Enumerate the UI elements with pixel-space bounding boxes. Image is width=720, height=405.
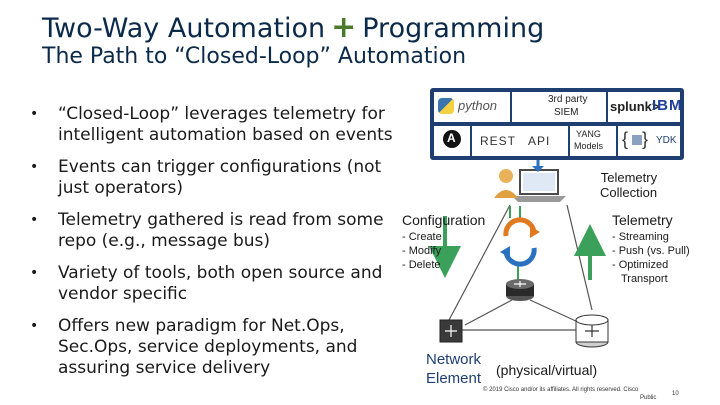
- closed-loop-cycle-icon: [500, 217, 540, 267]
- api-label: API: [528, 134, 551, 148]
- telemetry-list: - Streaming - Push (vs. Pull) - Optimize…: [612, 230, 690, 286]
- splunk-ibm-logos: splunk> IBM: [608, 92, 683, 122]
- telemetry-collection-line2: Collection: [600, 185, 658, 200]
- ibm-logo: IBM: [652, 97, 683, 114]
- triangle-edges: [447, 204, 593, 331]
- bullet-item: • Telemetry gathered is read from some re…: [26, 210, 396, 252]
- telemetry-item: - Push (vs. Pull): [612, 245, 690, 257]
- python-label: python: [458, 98, 498, 113]
- telemetry-item: Transport: [612, 273, 668, 285]
- configuration-list: - Create - Modify - Delete: [402, 230, 442, 272]
- slide-title: Two-Way Automation+Programming: [42, 10, 544, 45]
- config-item: - Delete: [402, 259, 441, 271]
- bullet-dot-icon: •: [30, 212, 39, 228]
- third-party-label: 3rd party: [548, 94, 588, 105]
- physical-virtual-label: (physical/virtual): [496, 362, 598, 378]
- bullet-dot-icon: •: [30, 265, 39, 281]
- page-number: 10: [672, 391, 679, 397]
- ydk-braces-icon: {: [622, 129, 629, 149]
- ydk-logo: { } YDK: [618, 126, 680, 156]
- tools-banner: python 3rd party SIEM splunk> IBM A REST…: [430, 88, 684, 160]
- ydk-label: YDK: [656, 135, 677, 146]
- element-line: Element: [426, 370, 482, 387]
- bullet-text: Events can trigger configurations (not j…: [58, 157, 382, 198]
- yang-models: YANG Models: [570, 126, 616, 156]
- bullet-text: Telemetry gathered is read from some rep…: [58, 210, 384, 251]
- bullet-item: • “Closed-Loop” leverages telemetry for i…: [26, 104, 396, 146]
- telemetry-item: - Streaming: [612, 231, 669, 243]
- bullet-item: • Offers new paradigm for Net.Ops, Sec.Op…: [26, 316, 396, 379]
- yang-label: YANG: [576, 129, 601, 139]
- bullet-text: “Closed-Loop” leverages telemetry for in…: [58, 104, 393, 145]
- small-green-arrows-icon: [509, 206, 521, 280]
- telemetry-collection-label: Telemetry Collection: [600, 170, 657, 200]
- network-line: Network: [426, 351, 482, 368]
- python-logo: python: [434, 92, 510, 122]
- splunk-logo: splunk>: [610, 99, 660, 114]
- network-element-label: Network Element: [426, 350, 481, 388]
- python-snake-icon: [438, 98, 454, 114]
- plus-icon: +: [331, 10, 357, 45]
- bullet-text: Offers new paradigm for Net.Ops, Sec.Ops…: [58, 316, 358, 378]
- title-part-programming: Programming: [362, 13, 545, 44]
- models-label: Models: [574, 141, 604, 151]
- telemetry-collection-line1: Telemetry: [600, 170, 658, 185]
- classification-label: Public: [640, 395, 657, 401]
- ydk-cube-icon: [632, 135, 642, 145]
- rest-api-logo: REST API: [472, 126, 568, 156]
- config-item: - Create: [402, 231, 442, 243]
- router-icon-right: [575, 314, 609, 348]
- ansible-circle-icon: [443, 130, 461, 148]
- telemetry-heading: Telemetry: [612, 212, 673, 228]
- bullet-dot-icon: •: [30, 159, 39, 175]
- ydk-braces-close-icon: }: [642, 129, 649, 149]
- bullet-dot-icon: •: [30, 106, 39, 122]
- bullet-dot-icon: •: [30, 318, 39, 334]
- bullet-item: • Events can trigger configurations (not …: [26, 157, 396, 199]
- ansible-label: A: [447, 131, 456, 145]
- ansible-logo: A: [434, 126, 470, 156]
- siem-label: SIEM: [554, 107, 579, 118]
- configuration-heading: Configuration: [402, 212, 486, 228]
- third-party-siem: 3rd party SIEM: [512, 92, 606, 122]
- copyright-notice: © 2019 Cisco and/or its affiliates. All …: [483, 387, 639, 393]
- router-icon-top: [506, 279, 534, 301]
- operator-person-icon: [494, 169, 518, 198]
- telemetry-item: - Optimized: [612, 259, 669, 271]
- bullet-item: • Variety of tools, both open source and …: [26, 263, 396, 305]
- config-item: - Modify: [402, 245, 442, 257]
- bullet-list: • “Closed-Loop” leverages telemetry for i…: [26, 104, 396, 390]
- title-part-automation: Two-Way Automation: [42, 13, 326, 44]
- laptop-icon: [512, 169, 566, 202]
- slide-subtitle: The Path to “Closed-Loop” Automation: [42, 44, 467, 69]
- bullet-text: Variety of tools, both open source and v…: [58, 263, 383, 304]
- banner-down-arrow-icon: [532, 160, 544, 172]
- switch-icon-left: [439, 319, 463, 343]
- rest-label: REST: [480, 134, 517, 148]
